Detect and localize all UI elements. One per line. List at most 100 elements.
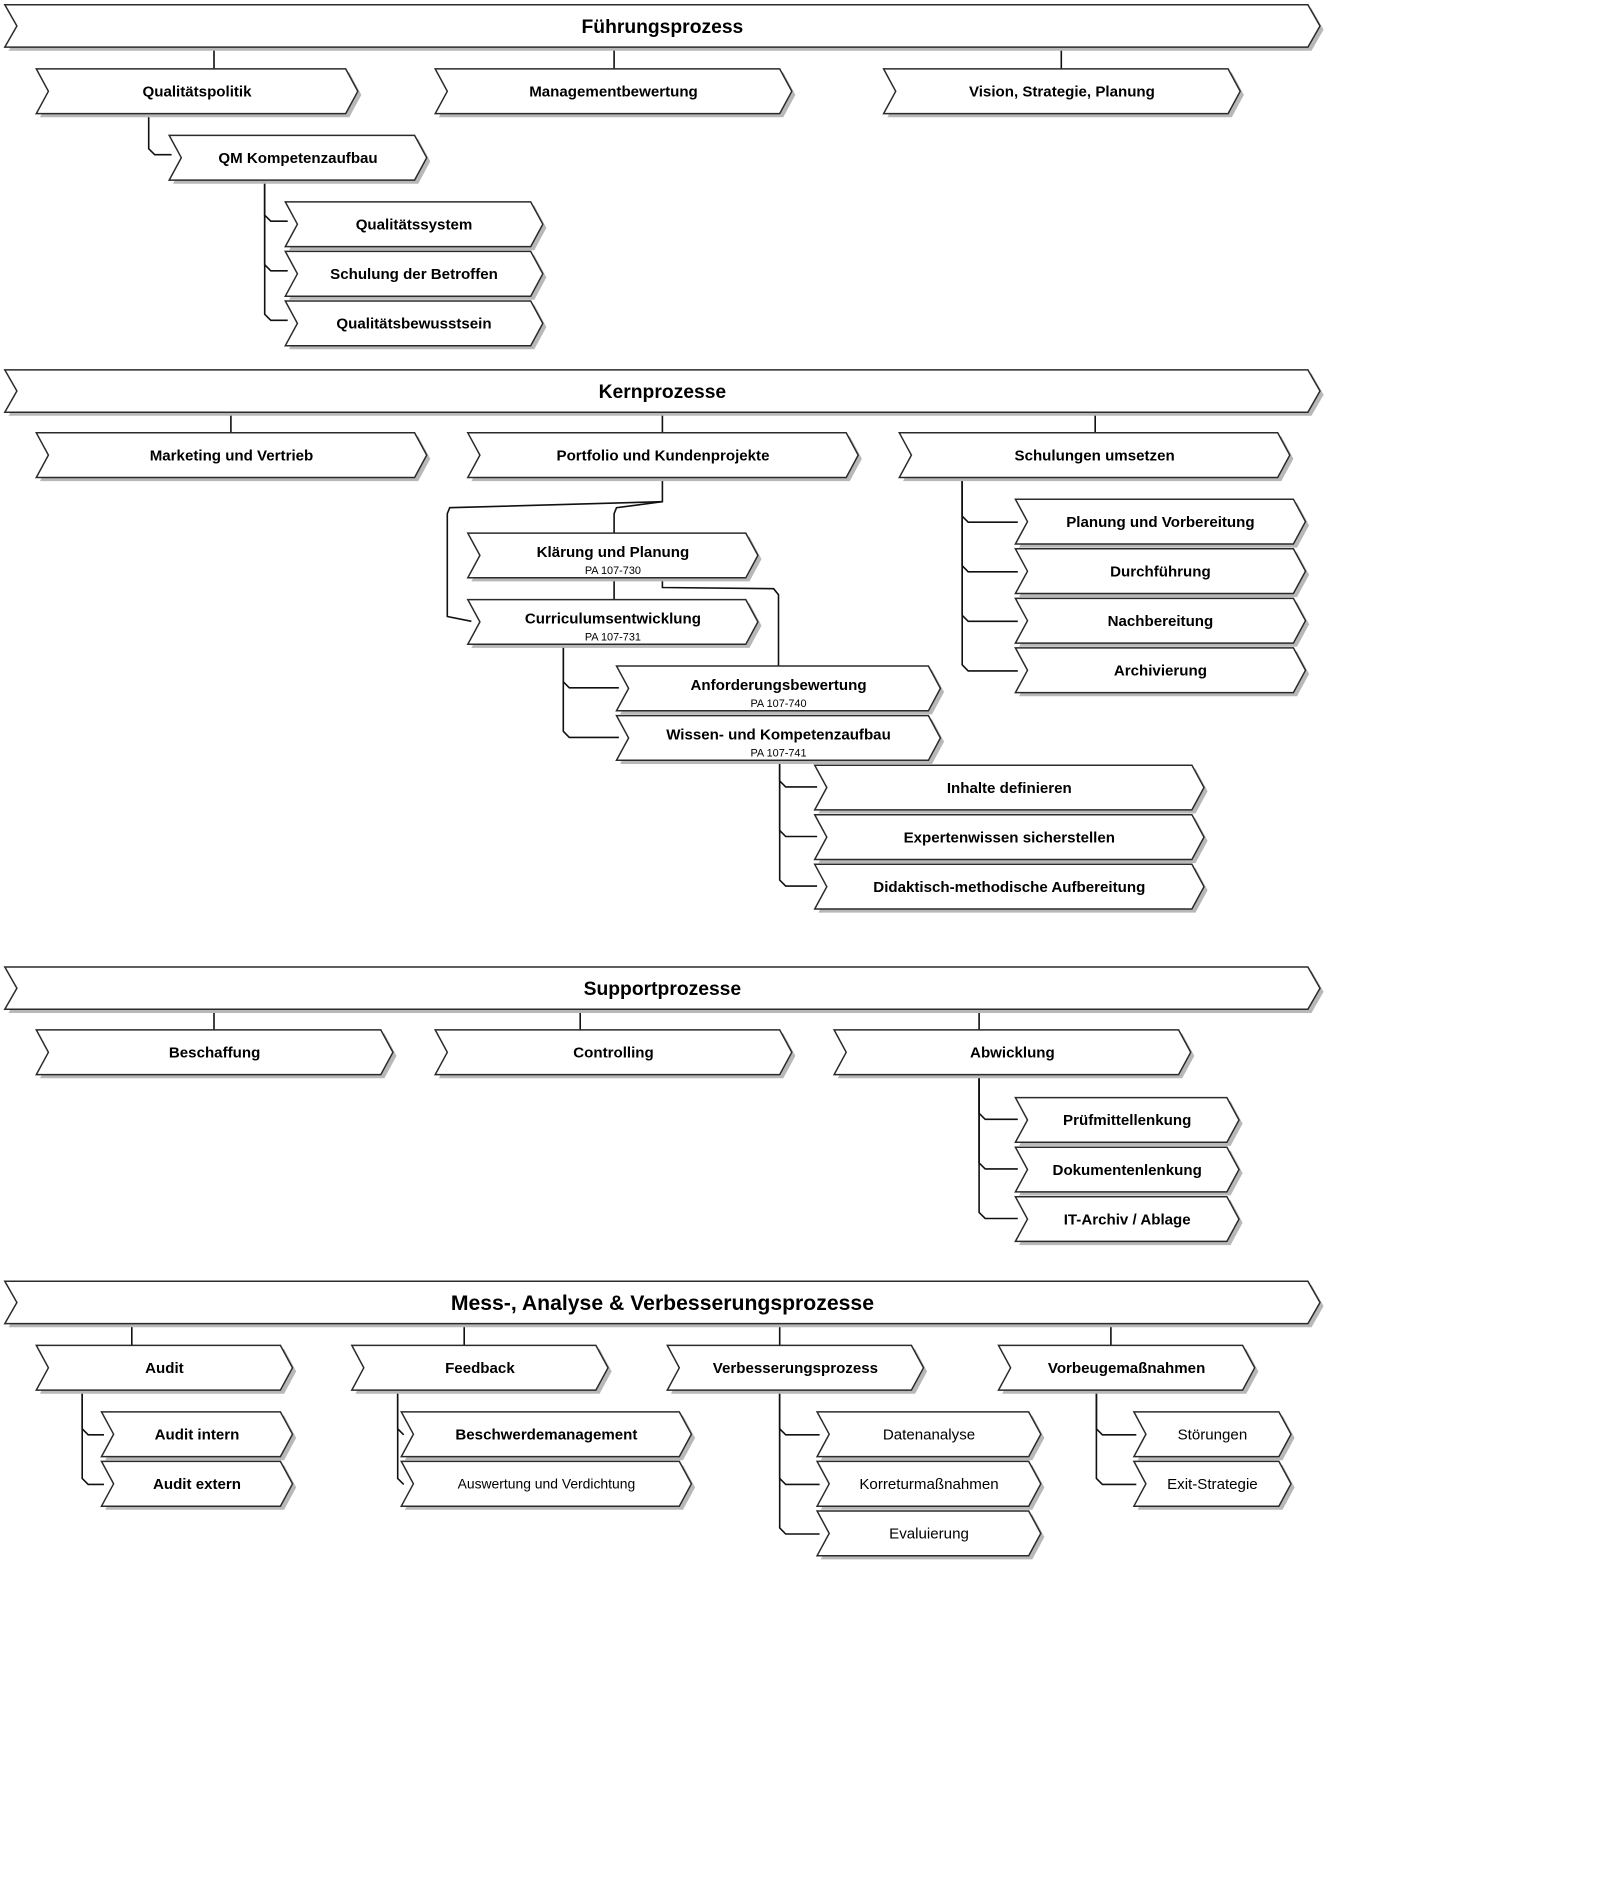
node-schulungen: Schulungen umsetzen: [898, 432, 1294, 482]
node-managementbewertung: Managementbewertung: [433, 68, 796, 118]
node-korrektur: Korreturmaßnahmen: [815, 1460, 1045, 1510]
node-qualitaetsbewusstsein: Qualitätsbewusstsein: [284, 300, 547, 350]
node-nachbereitung: Nachbereitung: [1014, 597, 1310, 647]
conn-p-curr: [446, 500, 663, 623]
node-inhalte-shape: [813, 764, 1205, 811]
node-durchfuehrung-label: Durchführung: [1110, 563, 1211, 580]
node-vorbeuge-label: Vorbeugemaßnahmen: [1048, 1360, 1205, 1377]
node-qualitaetspolitik-label: Qualitätspolitik: [142, 84, 252, 101]
node-feedback-label: Feedback: [445, 1360, 515, 1377]
section-header-fuehrung-shape: [3, 4, 1321, 48]
node-stoerungen-shape: [1132, 1411, 1292, 1458]
node-datenanalyse-label: Datenanalyse: [883, 1427, 975, 1444]
node-marketing-label: Marketing und Vertrieb: [150, 447, 314, 464]
section-header-mess: Mess-, Analyse & Verbesserungsprozesse: [3, 1280, 1324, 1328]
conn-vo2: [1095, 1390, 1137, 1486]
conn-w3: [778, 760, 818, 887]
node-evaluierung-label: Evaluierung: [889, 1526, 969, 1543]
conn-a1: [978, 1074, 1018, 1121]
node-beschwerde-shape: [400, 1411, 693, 1458]
section-header-support-shape: [3, 966, 1321, 1011]
node-stoerungen-label: Störungen: [1178, 1427, 1248, 1444]
node-nachbereitung-label: Nachbereitung: [1108, 613, 1214, 630]
node-schulungen-shape: [898, 432, 1291, 479]
node-curriculum-label: Curriculumsentwicklung: [525, 611, 701, 628]
conn-au2: [81, 1390, 104, 1486]
shapes: FührungsprozessKernprozesseSupportprozes…: [3, 4, 1324, 1560]
node-schulung-betroffen: Schulung der Betroffen: [284, 250, 547, 300]
node-beschaffung-label: Beschaffung: [169, 1045, 260, 1062]
node-qm-kompetenz: QM Kompetenzaufbau: [167, 134, 431, 184]
node-qualitaetssystem: Qualitätssystem: [284, 201, 547, 251]
section-header-kern: Kernprozesse: [3, 369, 1324, 416]
node-auswertung-shape: [400, 1460, 693, 1507]
conn-kl-anf: [661, 577, 780, 668]
conn-s2: [961, 477, 1018, 573]
node-audit-shape: [35, 1344, 294, 1391]
node-portfolio: Portfolio und Kundenprojekte: [466, 432, 862, 482]
node-vorbeuge: Vorbeugemaßnahmen: [997, 1344, 1259, 1394]
conn-w1: [778, 760, 818, 788]
node-audit-intern: Audit intern: [100, 1411, 297, 1461]
node-inhalte: Inhalte definieren: [813, 764, 1208, 814]
section-header-fuehrung: Führungsprozess: [3, 4, 1324, 51]
node-feedback: Feedback: [350, 1344, 612, 1394]
node-pruefmittel-shape: [1014, 1096, 1240, 1144]
node-korrektur-label: Korreturmaßnahmen: [859, 1476, 998, 1493]
node-datenanalyse: Datenanalyse: [815, 1411, 1045, 1461]
node-abwicklung-label: Abwicklung: [970, 1045, 1055, 1062]
node-qualitaetspolitik: Qualitätspolitik: [35, 68, 362, 118]
node-audit-extern-shape: [100, 1460, 294, 1507]
node-managementbewertung-shape: [433, 68, 793, 115]
node-qualitaetsbewusstsein-label: Qualitätsbewusstsein: [336, 316, 491, 333]
node-marketing-shape: [35, 432, 428, 479]
node-schulung-betroffen-shape: [284, 250, 544, 297]
node-audit-intern-label: Audit intern: [155, 1427, 240, 1444]
node-exit-shape: [1132, 1460, 1292, 1507]
node-pruefmittel-label: Prüfmittellenkung: [1063, 1112, 1191, 1129]
node-managementbewertung-label: Managementbewertung: [529, 84, 698, 101]
node-klaerung-label: Klärung und Planung: [537, 544, 690, 561]
node-itarchiv: IT-Archiv / Ablage: [1014, 1195, 1243, 1246]
node-vorbeuge-shape: [997, 1344, 1256, 1391]
node-controlling: Controlling: [433, 1029, 796, 1079]
node-stoerungen: Störungen: [1132, 1411, 1295, 1461]
node-auswertung-label: Auswertung und Verdichtung: [458, 1476, 636, 1492]
node-durchfuehrung-shape: [1014, 548, 1307, 595]
node-didaktisch-shape: [813, 863, 1205, 910]
conn-w2: [778, 760, 818, 838]
node-audit-label: Audit: [145, 1360, 184, 1377]
conn-au1: [81, 1390, 104, 1436]
node-nachbereitung-shape: [1014, 597, 1307, 644]
node-verbesserung-shape: [666, 1344, 925, 1391]
node-audit-extern: Audit extern: [100, 1460, 297, 1510]
node-abwicklung-shape: [832, 1029, 1192, 1076]
conn-vo1: [1095, 1390, 1137, 1436]
node-evaluierung-shape: [815, 1510, 1042, 1557]
node-abwicklung: Abwicklung: [832, 1029, 1195, 1079]
section-header-support-label: Supportprozesse: [584, 979, 742, 1000]
node-datenanalyse-shape: [815, 1411, 1042, 1458]
node-verbesserung-label: Verbesserungsprozess: [713, 1360, 878, 1377]
conn-vb3: [778, 1390, 820, 1535]
node-qualitaetssystem-label: Qualitätssystem: [356, 217, 473, 234]
conn-p-klaerung: [613, 477, 664, 535]
node-anforderung-code: PA 107-740: [750, 698, 806, 710]
node-archivierung: Archivierung: [1014, 647, 1310, 697]
conn-curr-wis: [562, 644, 619, 739]
conn-a3: [978, 1074, 1018, 1220]
conn-fb2: [396, 1390, 405, 1485]
node-verbesserung: Verbesserungsprozess: [666, 1344, 928, 1394]
conn-qs2: [263, 180, 288, 272]
conn-curr-anf: [562, 644, 619, 689]
node-dokumente: Dokumentenlenkung: [1014, 1146, 1243, 1196]
node-auswertung: Auswertung und Verdichtung: [400, 1460, 696, 1510]
node-beschaffung-shape: [35, 1029, 394, 1076]
node-audit-intern-shape: [100, 1411, 294, 1458]
node-wissen-code: PA 107-741: [750, 748, 806, 760]
node-qm-kompetenz-shape: [167, 134, 428, 181]
node-evaluierung: Evaluierung: [815, 1510, 1045, 1560]
node-anforderung-shape: [615, 665, 942, 712]
node-vision-shape: [882, 68, 1242, 115]
